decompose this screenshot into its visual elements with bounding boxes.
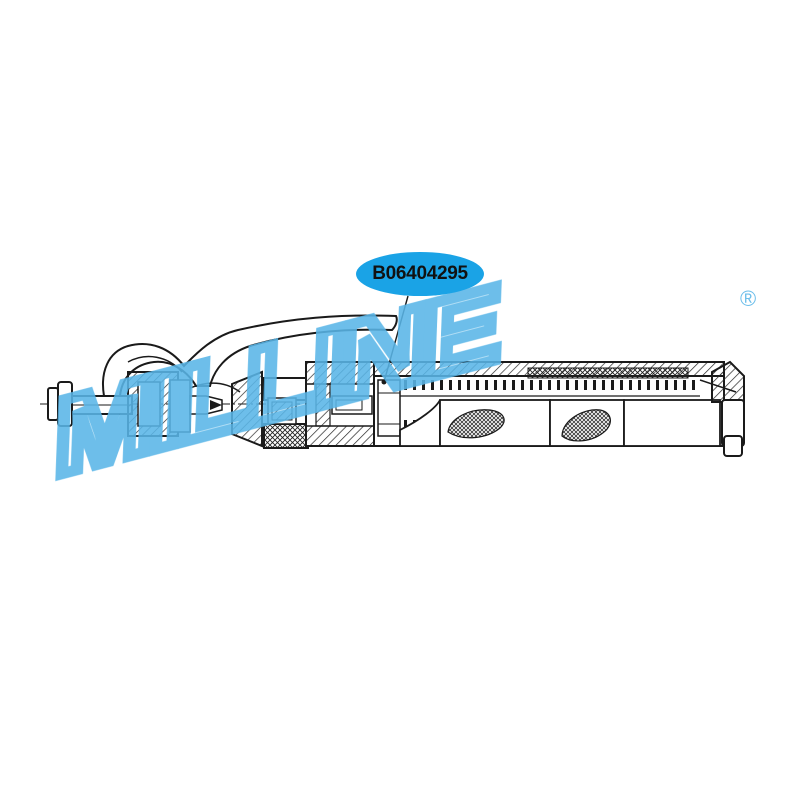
spring-coil [494, 380, 497, 390]
spring-coil [539, 380, 542, 390]
spring-coil [611, 380, 614, 390]
part-number-text: B06404295 [372, 263, 468, 284]
spring-coil [431, 380, 434, 390]
spring-coil [647, 380, 650, 390]
coupling-body [305, 361, 375, 447]
spring-coil [404, 380, 407, 390]
spring-coil [422, 380, 425, 390]
spring-coil [584, 380, 587, 390]
tip-point [210, 400, 222, 410]
spring-coil [557, 380, 560, 390]
part-number-label: B06404295 [356, 252, 484, 296]
spring-coil [674, 380, 677, 390]
spring-coil [629, 380, 632, 390]
spring-coil [503, 380, 506, 390]
spring-coil [620, 380, 623, 390]
jaw-block [127, 371, 191, 437]
spring-coil [404, 420, 407, 430]
spring-coil [413, 380, 416, 390]
knurled-nut [263, 377, 309, 449]
handle-sleeve [399, 399, 721, 447]
spring-coil [476, 380, 479, 390]
inner-piston [377, 379, 401, 437]
spring-coil [602, 380, 605, 390]
spring-coil [683, 380, 686, 390]
watermark-text: MILLINE [53, 264, 499, 500]
spring-coil [656, 380, 659, 390]
clamp-lever [102, 314, 398, 397]
spring-coil [467, 380, 470, 390]
label-leader-dot [381, 379, 387, 385]
spring-coil [593, 380, 596, 390]
spring-coil [521, 380, 524, 390]
spring-coil [638, 380, 641, 390]
spring-coil [548, 380, 551, 390]
coil-spring-top [404, 380, 695, 390]
lever-inner-line [127, 355, 183, 373]
spring-coil [575, 380, 578, 390]
spring-coil [665, 380, 668, 390]
registered-mark: ® [740, 286, 756, 311]
front-collar [231, 370, 263, 448]
spring-coil [692, 380, 695, 390]
spring-coil [449, 380, 452, 390]
end-cable-wire [699, 379, 737, 393]
label-leader-line [383, 295, 409, 383]
grip-insert-1 [447, 409, 505, 439]
tapered-tip [189, 395, 223, 415]
jaw-bolt [47, 381, 133, 427]
spring-coil [485, 380, 488, 390]
spring-coil [566, 380, 569, 390]
spring-coil [530, 380, 533, 390]
spring-coil [458, 380, 461, 390]
spring-coil [440, 380, 443, 390]
spring-coil [512, 380, 515, 390]
end-cap [711, 360, 745, 457]
grip-insert-2 [561, 409, 611, 442]
